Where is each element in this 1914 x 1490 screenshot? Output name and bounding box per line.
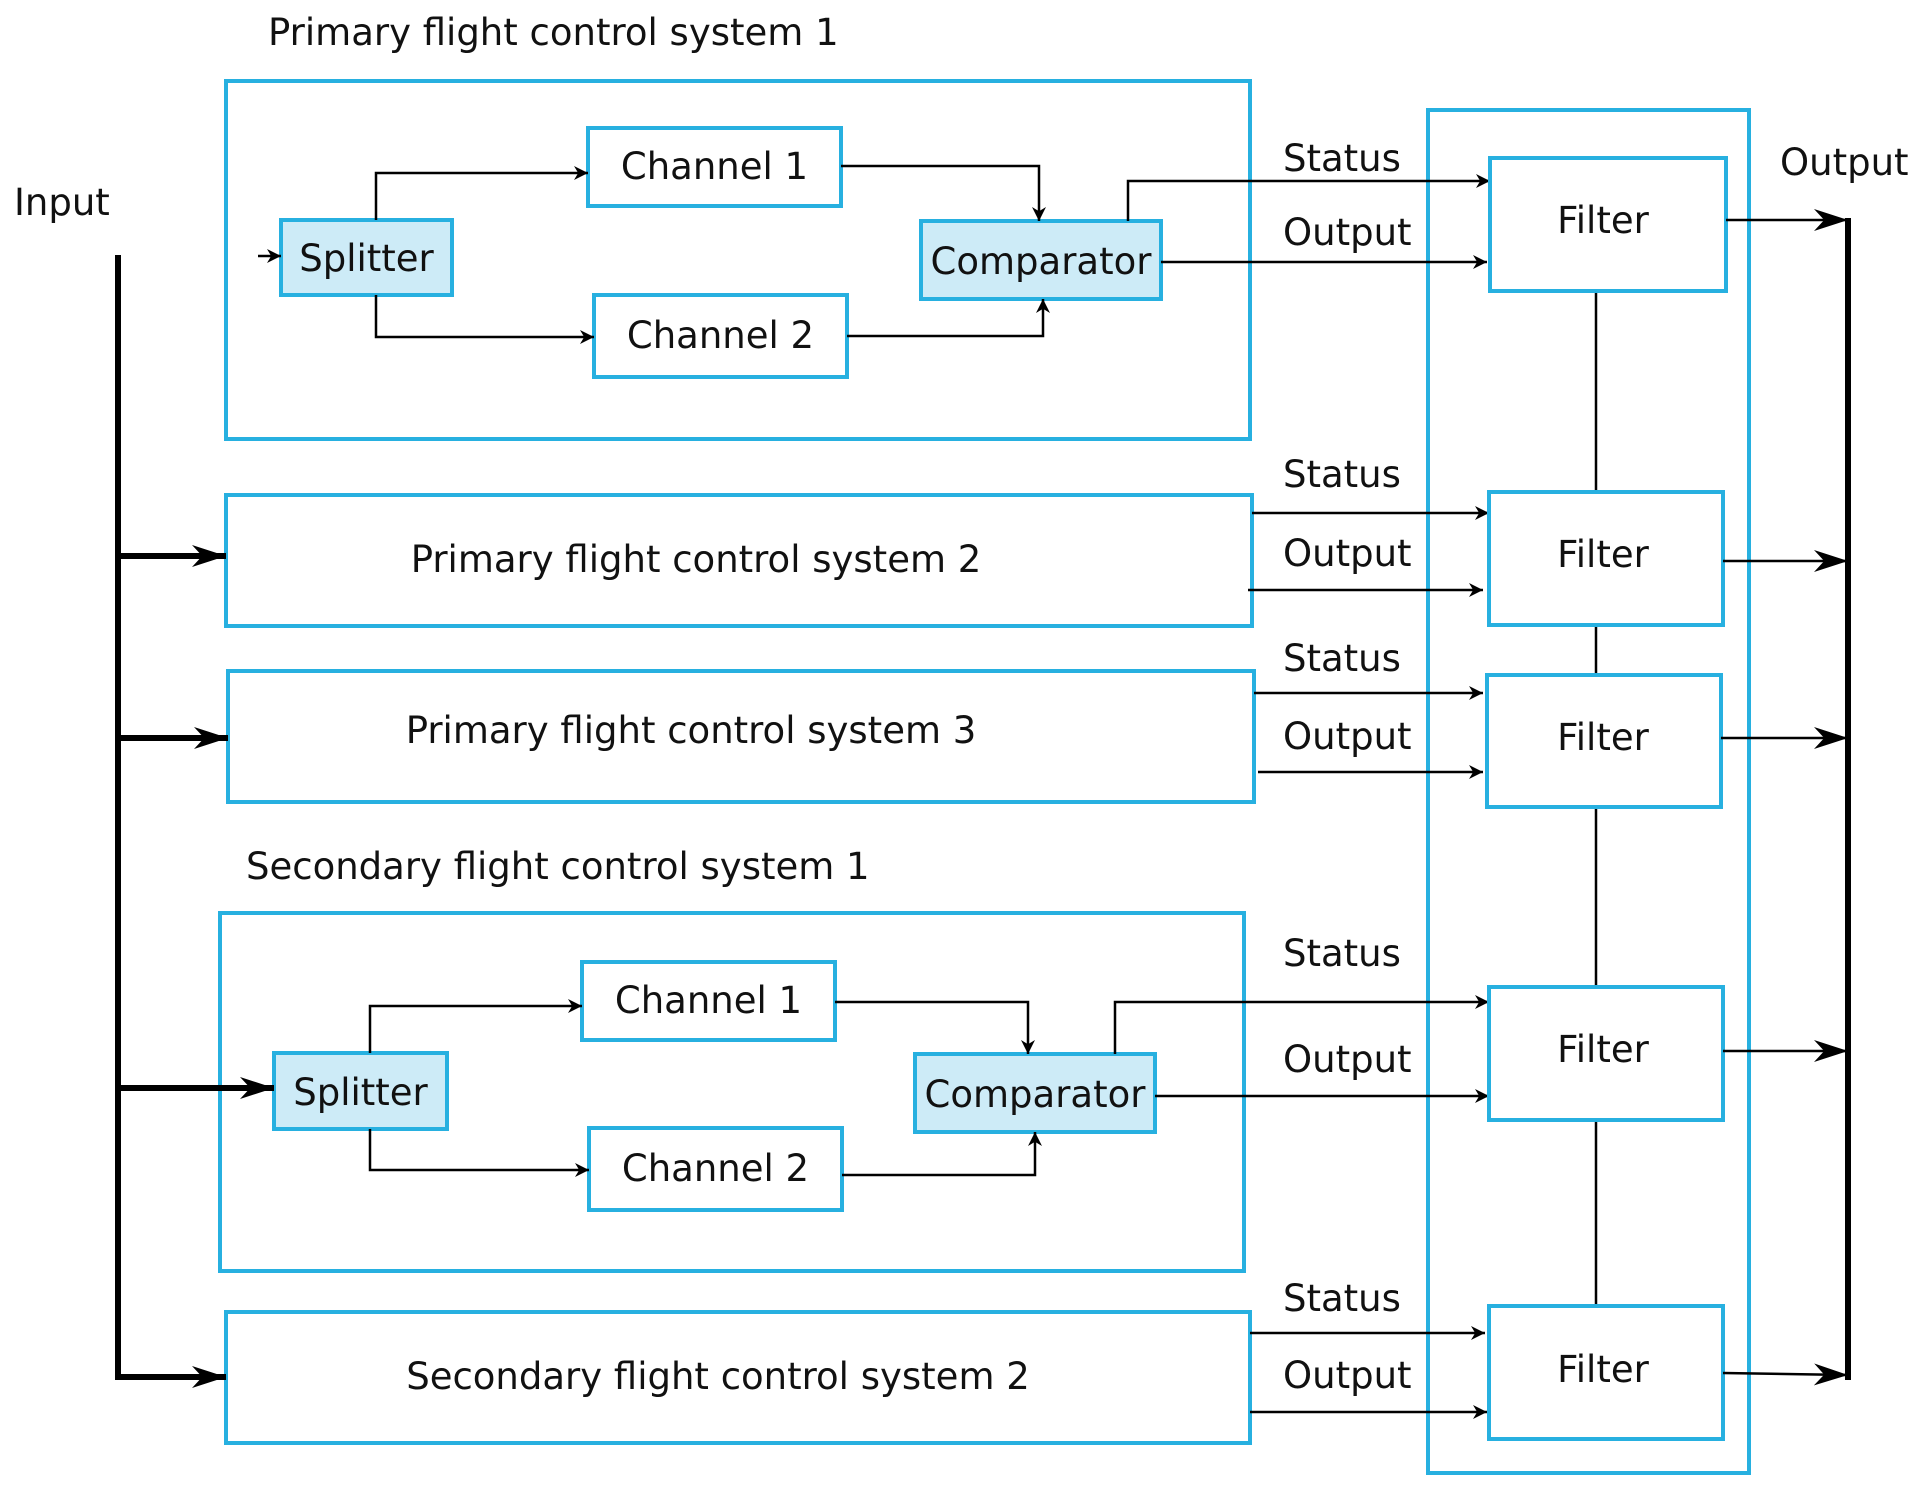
splitter-1 <box>279 218 454 297</box>
sfcs1-status-line <box>1113 995 1489 1054</box>
sfcs1-output-label: Output <box>1283 1038 1412 1081</box>
sfcs1-channel-1-label: Channel 1 <box>615 979 802 1022</box>
pfcs3-label: Primary flight control system 3 <box>406 709 977 752</box>
ch2-to-comparator1 <box>847 299 1050 338</box>
pfcs2-label: Primary flight control system 2 <box>411 538 982 581</box>
pfcs3-output-label: Output <box>1283 715 1412 758</box>
splitter-2-label: Splitter <box>293 1071 428 1114</box>
pfcs1-box: Splitter Channel 1 Channel 2 Comparator <box>224 79 1252 441</box>
splitter1-to-ch2 <box>374 295 594 344</box>
pfcs2-box <box>224 493 1254 628</box>
filter-5-label: Filter <box>1557 1348 1649 1391</box>
sfcs1-channel-1 <box>580 960 837 1042</box>
filter-1-label: Filter <box>1557 199 1649 242</box>
sfcs1-status-label: Status <box>1283 932 1401 975</box>
filter-2 <box>1487 490 1725 627</box>
ch1-to-comparator2 <box>835 1000 1035 1054</box>
main-output-label: Output <box>1780 141 1909 184</box>
filter-5 <box>1487 1304 1725 1441</box>
pfcs1-channel-2-label: Channel 2 <box>627 314 814 357</box>
filter-4-label: Filter <box>1557 1028 1649 1071</box>
sfcs2-output-label: Output <box>1283 1354 1412 1397</box>
comparator-1-label: Comparator <box>931 240 1153 283</box>
sfcs1-channel-2 <box>587 1126 844 1212</box>
pfcs1-status-label: Status <box>1283 137 1401 180</box>
sfcs1-channel-2-label: Channel 2 <box>622 1147 809 1190</box>
pfcs2-output-label: Output <box>1283 532 1412 575</box>
splitter-1-label: Splitter <box>299 237 434 280</box>
ch1-to-comparator1 <box>841 164 1046 221</box>
comparator-1 <box>919 219 1163 301</box>
sfcs2-status-label: Status <box>1283 1277 1401 1320</box>
filter-5-out <box>1722 1363 1849 1386</box>
splitter1-to-ch1 <box>374 166 588 220</box>
filter-4 <box>1487 985 1725 1122</box>
splitter2-to-ch2 <box>368 1129 589 1177</box>
pfcs1-output-label: Output <box>1283 211 1412 254</box>
splitter2-to-ch1 <box>368 999 582 1053</box>
ch2-to-comparator2 <box>842 1132 1042 1177</box>
pfcs1-channel-1-label: Channel 1 <box>621 145 808 188</box>
pfcs2-status-label: Status <box>1283 453 1401 496</box>
pfcs1-channel-2 <box>592 293 849 379</box>
pfcs1-status-line <box>1126 174 1490 221</box>
sfcs2-box <box>224 1310 1252 1445</box>
sfcs1-title: Secondary flight control system 1 <box>246 845 870 888</box>
filter-3 <box>1485 673 1723 809</box>
pfcs1-title: Primary flight control system 1 <box>268 11 839 54</box>
pfcs3-status-label: Status <box>1283 637 1401 680</box>
filter-1 <box>1488 156 1728 293</box>
comparator-2 <box>913 1052 1157 1134</box>
comparator-2-label: Comparator <box>925 1073 1147 1116</box>
sfcs2-label: Secondary flight control system 2 <box>406 1355 1030 1398</box>
filter-3-label: Filter <box>1557 716 1649 759</box>
filter-2-label: Filter <box>1557 533 1649 576</box>
sfcs1-box: Splitter Channel 1 Channel 2 Comparator <box>218 911 1246 1273</box>
pfcs1-channel-1 <box>586 126 843 208</box>
input-label: Input <box>14 181 110 224</box>
